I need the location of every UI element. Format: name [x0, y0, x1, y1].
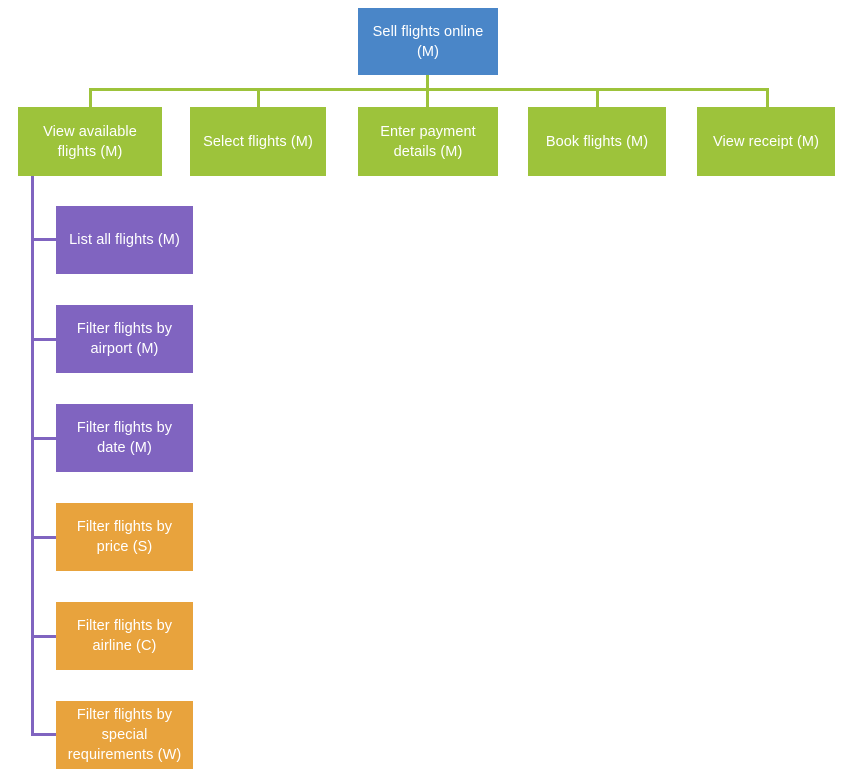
- node-label: Sell flights online (M): [372, 23, 484, 60]
- node-label: View receipt (M): [712, 133, 820, 150]
- node-label: Select flights (M): [203, 133, 313, 150]
- node-label: Filter flights by date (M): [76, 420, 173, 456]
- connector-drop-2: [257, 88, 260, 108]
- connector-horizontal-bus: [89, 88, 769, 91]
- node-label: Filter flights by airport (M): [76, 321, 173, 357]
- connector-branch-1: [31, 238, 57, 241]
- node-label: Filter flights by price (S): [76, 519, 173, 555]
- connector-drop-1: [89, 88, 92, 108]
- node-label: Filter flights by airline (C): [76, 618, 173, 654]
- node-label: View available flights (M): [43, 123, 137, 160]
- node-root-sell-flights-online[interactable]: Sell flights online (M): [358, 8, 498, 75]
- connector-drop-5: [766, 88, 769, 108]
- connector-drop-4: [596, 88, 599, 108]
- node-view-receipt[interactable]: View receipt (M): [697, 107, 835, 176]
- connector-root-stub: [426, 75, 429, 90]
- node-label: Filter flights by special requirements (…: [67, 707, 182, 763]
- connector-branch-5: [31, 635, 57, 638]
- node-select-flights[interactable]: Select flights (M): [190, 107, 326, 176]
- node-filter-flights-by-special-requirements[interactable]: Filter flights by special requirements (…: [56, 701, 193, 769]
- connector-branch-4: [31, 536, 57, 539]
- connector-branch-6: [31, 733, 57, 736]
- node-label: Enter payment details (M): [380, 123, 476, 160]
- node-filter-flights-by-airport[interactable]: Filter flights by airport (M): [56, 305, 193, 373]
- node-label: Book flights (M): [545, 133, 649, 150]
- connector-branch-2: [31, 338, 57, 341]
- node-label: List all flights (M): [69, 232, 180, 248]
- node-enter-payment-details[interactable]: Enter payment details (M): [358, 107, 498, 176]
- node-book-flights[interactable]: Book flights (M): [528, 107, 666, 176]
- node-view-available-flights[interactable]: View available flights (M): [18, 107, 162, 176]
- node-filter-flights-by-price[interactable]: Filter flights by price (S): [56, 503, 193, 571]
- node-filter-flights-by-date[interactable]: Filter flights by date (M): [56, 404, 193, 472]
- connector-branch-3: [31, 437, 57, 440]
- connector-vertical-spine: [31, 176, 34, 736]
- node-filter-flights-by-airline[interactable]: Filter flights by airline (C): [56, 602, 193, 670]
- connector-drop-3: [426, 88, 429, 108]
- node-list-all-flights[interactable]: List all flights (M): [56, 206, 193, 274]
